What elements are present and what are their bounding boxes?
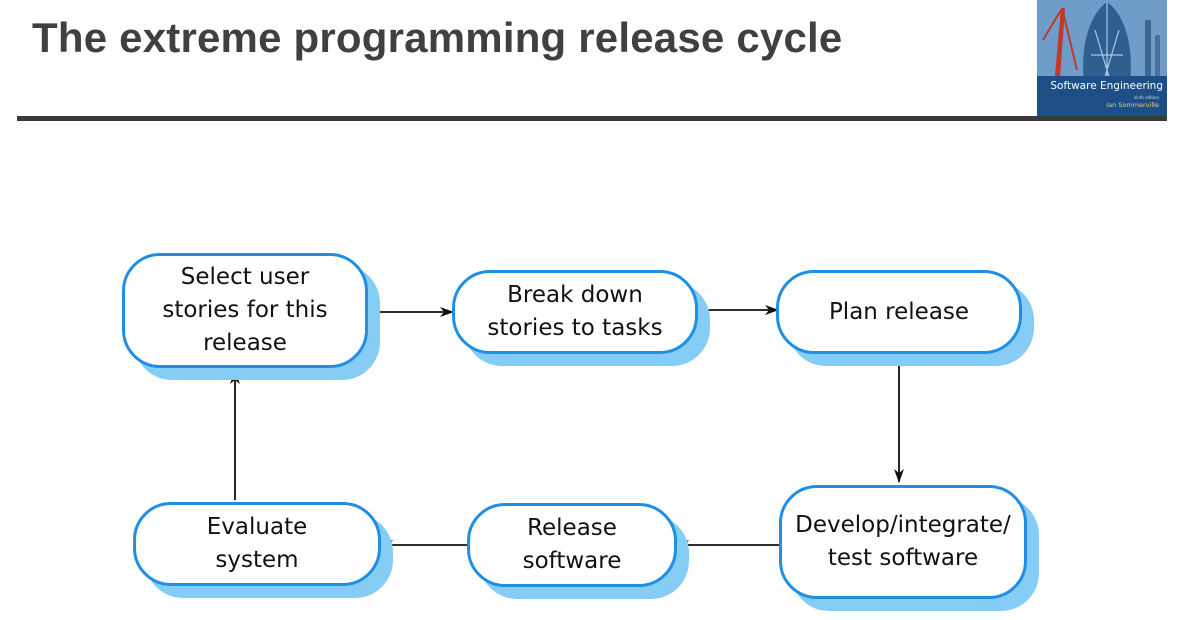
- node-label: Release software: [522, 515, 622, 574]
- node-release-software: Release software: [467, 503, 677, 587]
- node-plan-release: Plan release: [776, 270, 1022, 354]
- title-divider: [17, 116, 1167, 121]
- node-label: Break down stories to tasks: [487, 282, 663, 341]
- node-break-down-stories: Break down stories to tasks: [452, 270, 698, 354]
- node-develop-integrate-test: Develop/integrate/ test software: [779, 485, 1027, 599]
- node-label: Plan release: [828, 298, 970, 325]
- book-cover-image: Software Engineering ninth edition Ian S…: [1037, 0, 1167, 120]
- node-evaluate-system: Evaluate system: [133, 502, 381, 586]
- book-cover-edition: ninth edition: [1133, 95, 1159, 100]
- book-cover-title: Software Engineering: [1050, 80, 1163, 92]
- book-cover-band: [1037, 76, 1167, 120]
- node-label: Evaluate system: [206, 514, 308, 573]
- node-label: Select user stories for this release: [162, 264, 328, 356]
- node-select-user-stories: Select user stories for this release: [122, 253, 368, 368]
- node-label: Develop/integrate/ test software: [795, 512, 1011, 571]
- book-cover-author: Ian Sommerville: [1106, 101, 1159, 109]
- slide-title: The extreme programming release cycle: [32, 14, 843, 61]
